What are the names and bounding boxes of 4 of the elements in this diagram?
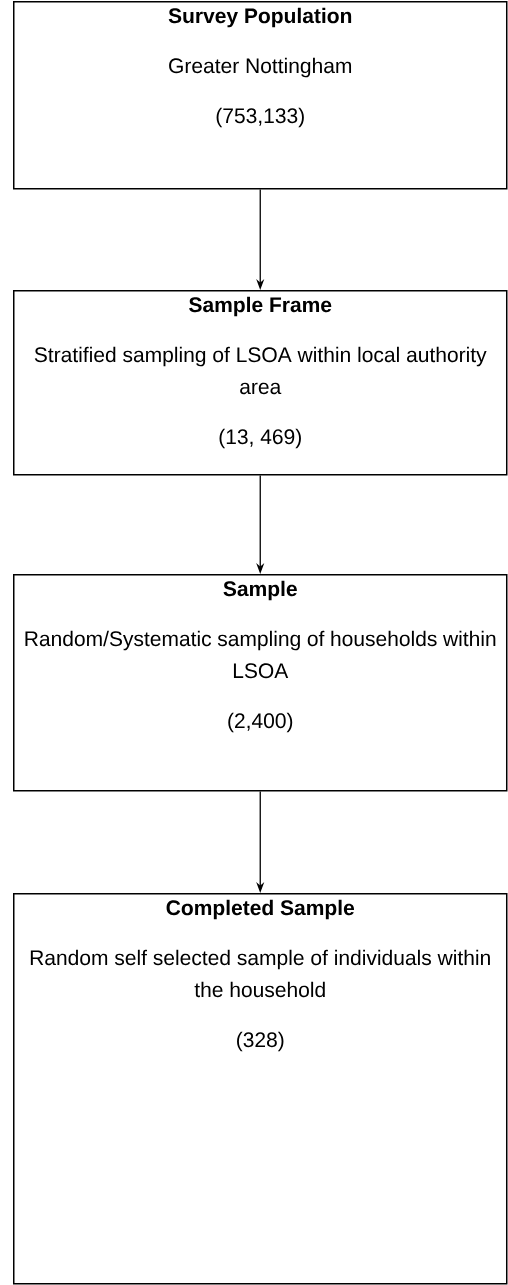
process-box: Sample Frame Stratified sampling of LSOA within local authority area (13, 469) <box>13 290 508 476</box>
process-box: Sample Random/Systematic sampling of households within LSOA (2,400) <box>13 574 508 792</box>
process-box: Completed Sample Random self selected sample of individuals within the household (328) <box>13 893 508 1285</box>
process-box: Survey Population Greater Nottingham (753,133) <box>13 1 508 190</box>
